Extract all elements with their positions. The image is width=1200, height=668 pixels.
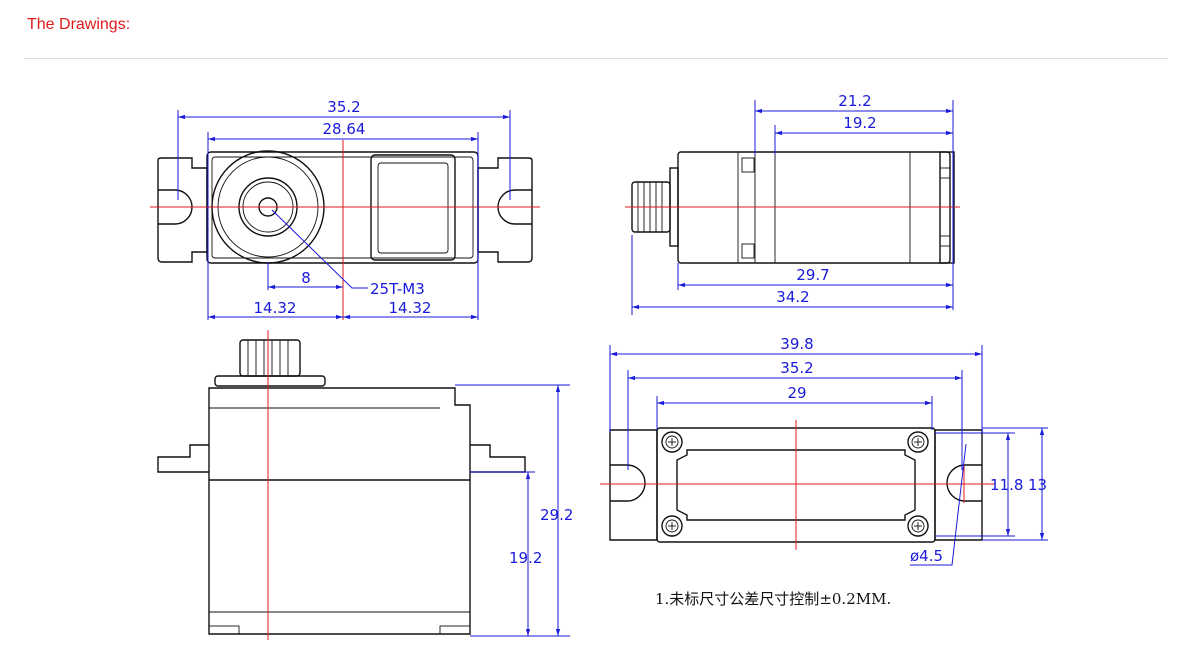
top-view (150, 110, 540, 320)
dim-19-2-side: 19.2 (843, 114, 876, 132)
dim-35-2-top: 35.2 (327, 98, 360, 116)
dim-35-2-bottom: 35.2 (780, 359, 813, 377)
side-view (625, 100, 960, 315)
divider (24, 58, 1168, 59)
bottom-view (600, 345, 1048, 566)
dim-14-32-right: 14.32 (389, 299, 432, 317)
dim-28-64: 28.64 (323, 120, 366, 138)
dim-hole-dia: ø4.5 (910, 547, 943, 565)
dim-14-32-left: 14.32 (254, 299, 297, 317)
spline-label: 25T-M3 (370, 280, 425, 298)
dim-21-2: 21.2 (838, 92, 871, 110)
front-view (157, 330, 570, 640)
dim-29: 29 (787, 384, 806, 402)
dim-29-7: 29.7 (796, 266, 829, 284)
dim-29-2: 29.2 (540, 506, 573, 524)
dim-19-2-front: 19.2 (509, 549, 542, 567)
tolerance-note: 1.未标尺寸公差尺寸控制±0.2MM. (655, 590, 891, 608)
dim-8: 8 (301, 269, 311, 287)
dim-34-2: 34.2 (776, 288, 809, 306)
dim-13: 13 (1028, 476, 1047, 494)
section-title: The Drawings: (27, 16, 131, 33)
dim-39-8: 39.8 (780, 335, 813, 353)
dim-11-8: 11.8 (990, 476, 1023, 494)
